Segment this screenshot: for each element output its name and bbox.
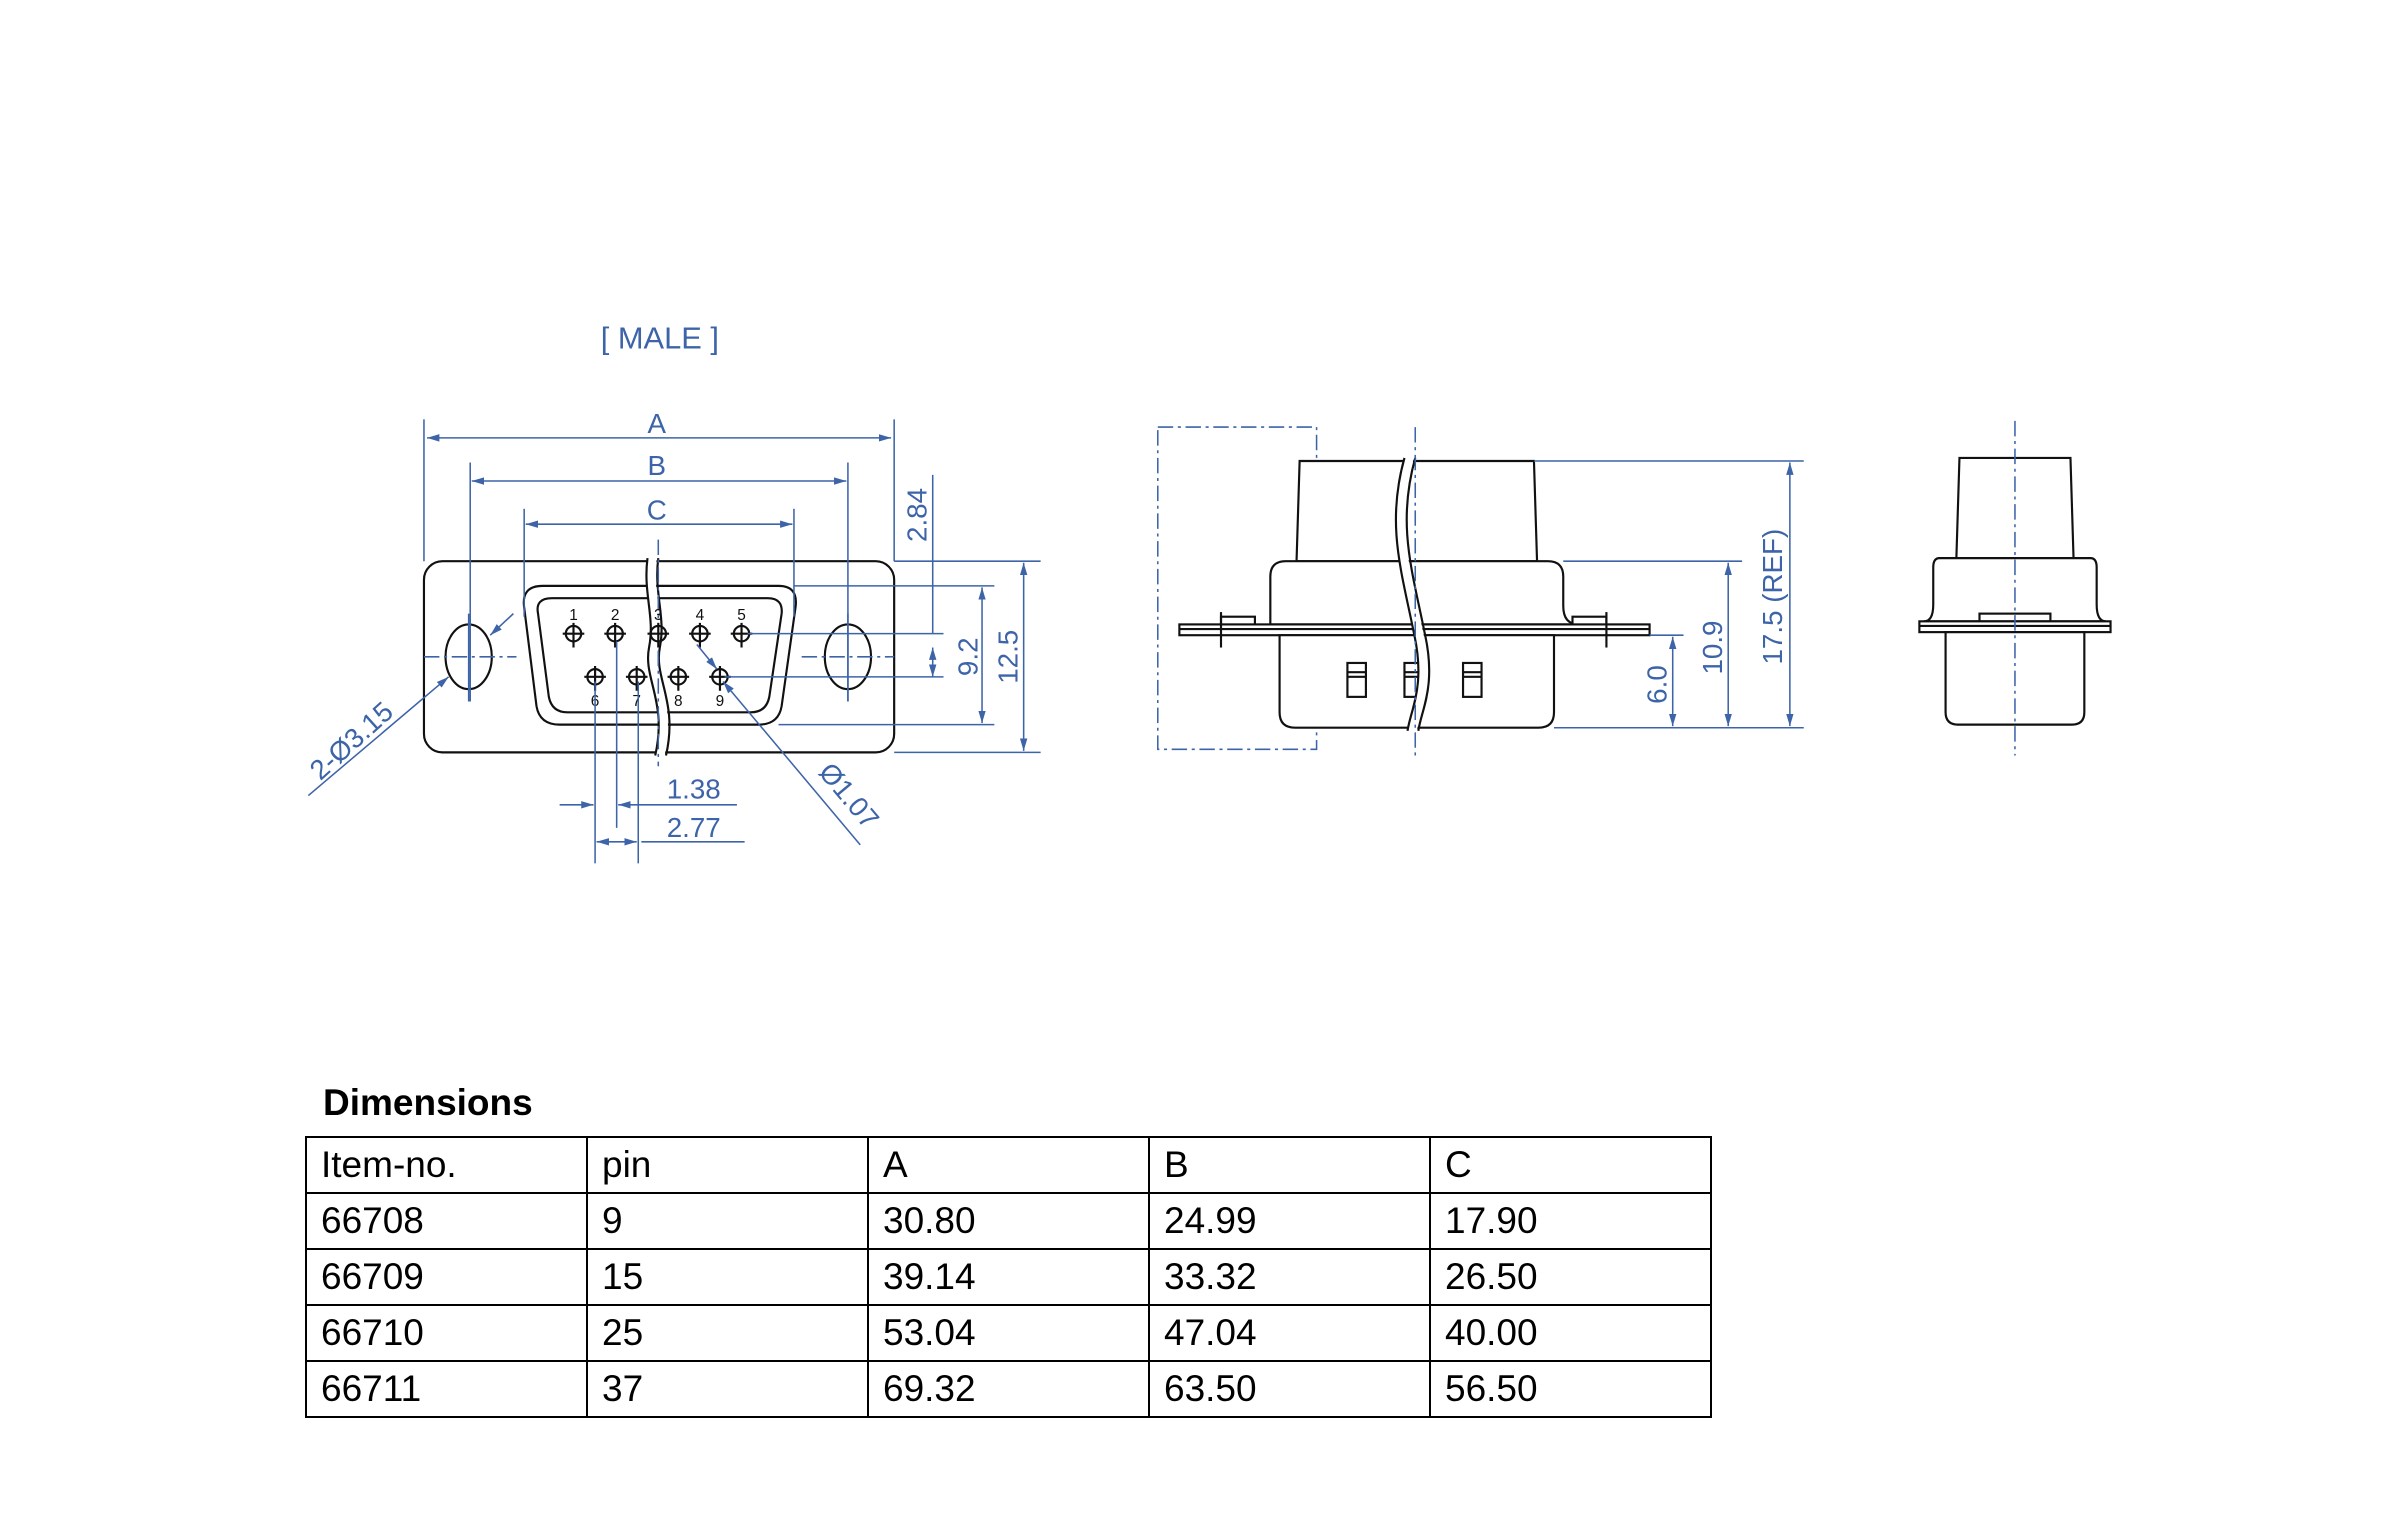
table-cell: 40.00 [1429, 1304, 1712, 1362]
dim-10-9: 10.9 [1697, 621, 1728, 675]
table-row: 66710 25 53.04 47.04 40.00 [305, 1304, 1712, 1362]
table-cell: 9 [586, 1192, 869, 1250]
pin-number: 2 [611, 607, 620, 624]
dim-9-2: 9.2 [952, 638, 983, 677]
header-cell: pin [586, 1136, 869, 1194]
table-cell: 66710 [305, 1304, 588, 1362]
table-cell: 63.50 [1148, 1360, 1431, 1418]
dim-2-84: 2.84 [902, 488, 933, 542]
table-cell: 53.04 [867, 1304, 1150, 1362]
pin-crosshair [689, 622, 711, 648]
header-cell: A [867, 1136, 1150, 1194]
pin-crosshair [667, 666, 690, 691]
table-cell: 66711 [305, 1360, 588, 1418]
table-cell: 25 [586, 1304, 869, 1362]
table-cell: 30.80 [867, 1192, 1150, 1250]
dim-label-a: A [647, 408, 666, 439]
pin-crosshair [647, 622, 670, 648]
table-cell: 56.50 [1429, 1360, 1712, 1418]
dim-pin-diameter: Ø1.07 [813, 757, 885, 835]
dimensions-title: Dimensions [323, 1082, 533, 1123]
pin-number: 1 [569, 607, 578, 624]
header-cell: C [1429, 1136, 1712, 1194]
dim-label-c: C [647, 495, 667, 526]
table-cell: 26.50 [1429, 1248, 1712, 1306]
end-view [1918, 420, 2112, 756]
pin-number: 7 [632, 693, 641, 710]
dim-label-b: B [647, 450, 666, 481]
pin-crosshair [604, 622, 626, 648]
table-cell: 39.14 [867, 1248, 1150, 1306]
header-cell: Item-no. [305, 1136, 588, 1194]
table-cell: 47.04 [1148, 1304, 1431, 1362]
pin-number: 9 [716, 693, 725, 710]
pin-number: 5 [737, 607, 746, 624]
side-view [1157, 426, 1651, 759]
table-cell: 66709 [305, 1248, 588, 1306]
pin-crosshair [562, 622, 585, 648]
dim-2-77: 2.77 [667, 812, 721, 843]
dim-6-0: 6.0 [1642, 665, 1673, 704]
table-cell: 69.32 [867, 1360, 1150, 1418]
table-cell: 17.90 [1429, 1192, 1712, 1250]
pin-number: 3 [654, 607, 663, 624]
view-title: [ MALE ] [601, 320, 719, 355]
pin-number: 4 [696, 607, 705, 624]
pin-crosshair [625, 666, 648, 691]
table-cell: 37 [586, 1360, 869, 1418]
side-dimensions: 6.0 10.9 17.5 (REF) [1533, 460, 1804, 729]
table-row: 66711 37 69.32 63.50 56.50 [305, 1360, 1712, 1418]
dim-1-38: 1.38 [667, 774, 721, 805]
table-cell: 33.32 [1148, 1248, 1431, 1306]
table-cell: 15 [586, 1248, 869, 1306]
table-row: 66709 15 39.14 33.32 26.50 [305, 1248, 1712, 1306]
pin-number: 8 [674, 693, 683, 710]
header-cell: B [1148, 1136, 1431, 1194]
table-cell: 24.99 [1148, 1192, 1431, 1250]
dimensions-table: Item-no. pin A B C 66708 9 30.80 24.99 1… [305, 1136, 1712, 1418]
dim-17-5-ref: 17.5 (REF) [1757, 529, 1788, 665]
dim-hole-diameter: 2-Ø3.15 [304, 696, 399, 786]
table-header-row: Item-no. pin A B C [305, 1136, 1712, 1194]
table-row: 66708 9 30.80 24.99 17.90 [305, 1192, 1712, 1250]
table-cell: 66708 [305, 1192, 588, 1250]
dim-12-5: 12.5 [993, 630, 1024, 684]
